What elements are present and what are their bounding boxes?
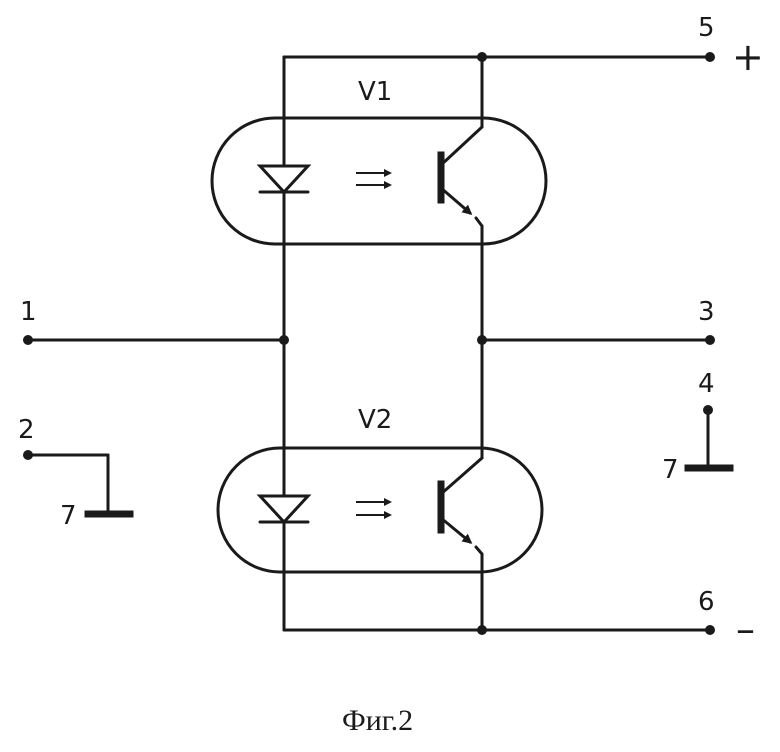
light-arrows-v1-icon <box>356 169 392 189</box>
terminal-5-label: 5 <box>698 13 715 43</box>
optocoupler-v1-body <box>212 118 546 244</box>
junction-dot <box>477 335 487 345</box>
junction-dot <box>279 335 289 345</box>
optocoupler-v1: V1 <box>212 77 546 244</box>
optocoupler-v2-body <box>218 448 542 572</box>
terminal-1-dot <box>23 335 33 345</box>
optocoupler-v2: V2 <box>218 405 542 572</box>
figure-caption: Фиг.2 <box>342 704 413 737</box>
terminal-6-dot <box>705 625 715 635</box>
positive-bus <box>284 52 715 118</box>
minus-sign: – <box>736 607 755 651</box>
terminal-5-dot <box>705 52 715 62</box>
terminal-7a-label: 7 <box>60 501 77 531</box>
input-line-4 <box>688 405 730 468</box>
terminal-7b-label: 7 <box>662 455 679 485</box>
negative-bus <box>284 572 715 635</box>
phototransistor-v1-icon <box>441 118 482 244</box>
optocoupler-v1-label: V1 <box>358 77 392 107</box>
input-line-1 <box>23 335 289 345</box>
terminal-2-dot <box>23 450 33 460</box>
optocoupler-v2-label: V2 <box>358 405 392 435</box>
junction-dot <box>477 52 487 62</box>
terminal-4-label: 4 <box>698 369 715 399</box>
plus-sign: + <box>732 35 764 79</box>
terminal-2-label: 2 <box>18 415 35 445</box>
led-v2-icon <box>260 448 308 572</box>
light-arrows-v2-icon <box>356 498 392 519</box>
terminal-3-label: 3 <box>698 297 715 327</box>
terminal-4-dot <box>703 405 713 415</box>
output-line-3 <box>477 335 715 345</box>
terminal-6-label: 6 <box>698 587 715 617</box>
led-v1-icon <box>260 118 308 244</box>
terminal-3-dot <box>705 335 715 345</box>
junction-dot <box>477 625 487 635</box>
phototransistor-v2-icon <box>441 448 482 572</box>
terminal-1-label: 1 <box>20 297 37 327</box>
